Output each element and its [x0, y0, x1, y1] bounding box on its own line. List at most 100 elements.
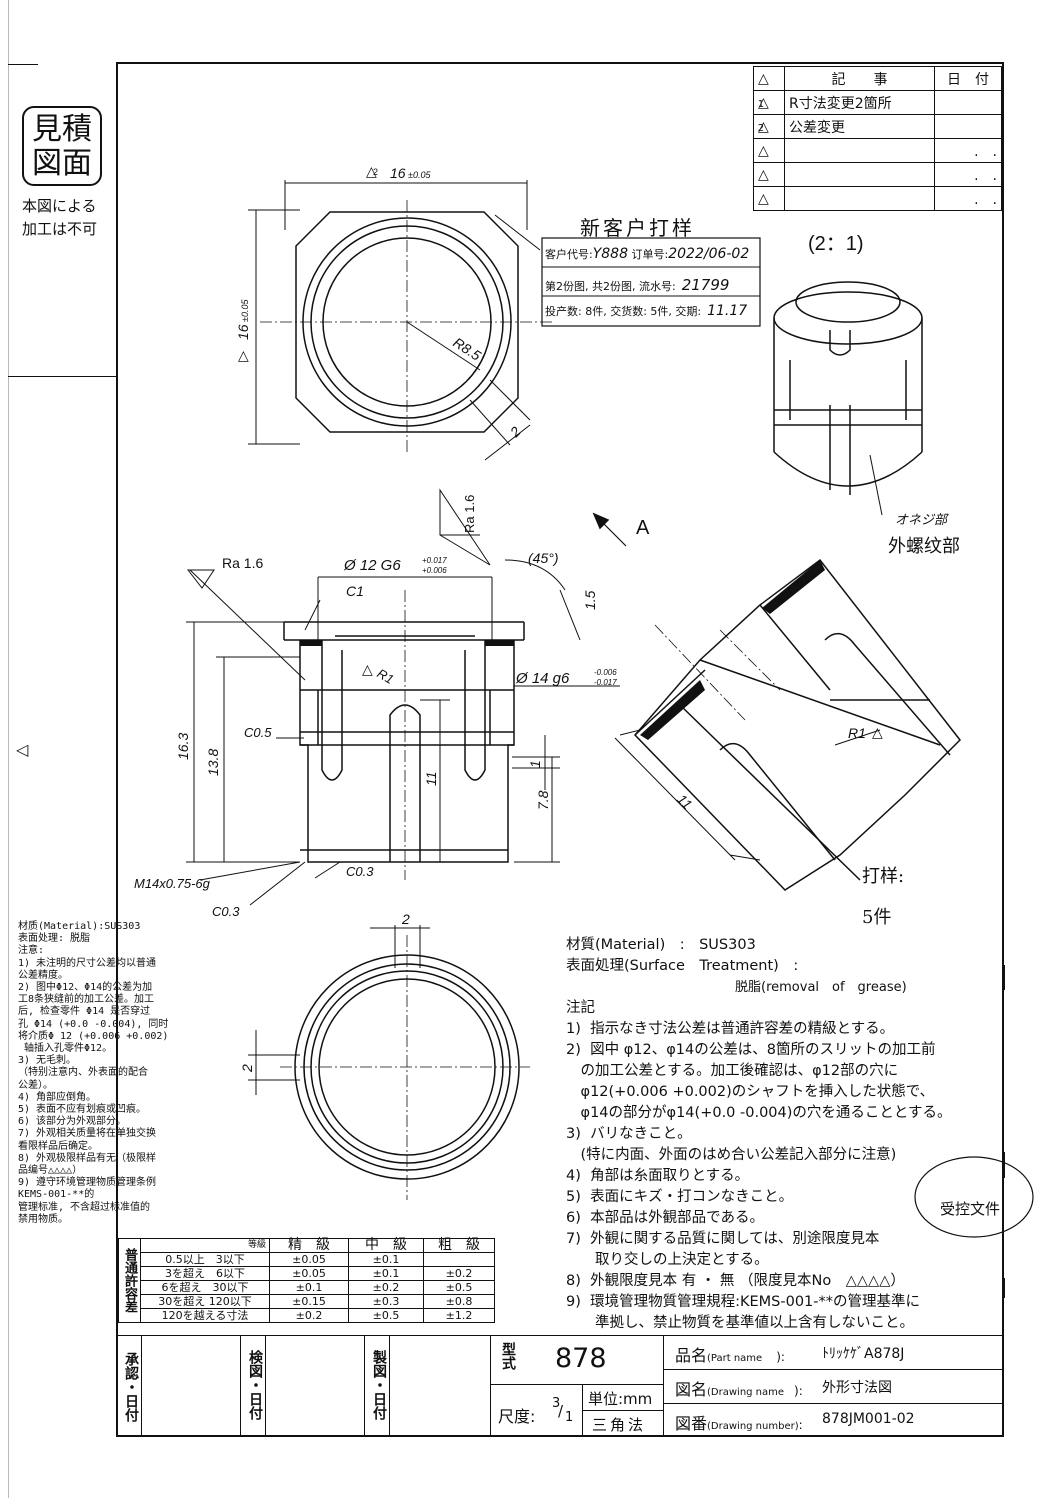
note-line: φ12(+0.006 +0.002)のシャフトを挿入した状態で、 — [566, 1084, 935, 1100]
rev-date: . . — [934, 186, 1002, 211]
tol-range: 120を越える寸法 — [140, 1308, 270, 1323]
dim-height-tol: ±0.05 — [240, 299, 250, 322]
drawing-number-label: 図番(Drawing number): — [675, 1414, 803, 1433]
rev-mark: △ — [753, 186, 785, 211]
left-margin-line — [8, 0, 9, 1498]
note-line: 1) 指示なき寸法公差は普通許容差の精級とする。 — [566, 1021, 895, 1037]
note-line: 5) 表面にキズ・打コンなきこと。 — [566, 1189, 794, 1205]
tol-medium: ±0.5 — [348, 1308, 424, 1323]
note-line: 公差）。 — [18, 1079, 53, 1091]
dim-radius: R8.5 — [450, 334, 484, 364]
revision-table: △ 記 事 日 付 △1 R寸法変更2箇所 △2 公差変更 △ . . △ . … — [753, 66, 1002, 211]
svg-text:△: △ — [238, 347, 249, 363]
bore-tol-lower: +0.006 — [422, 566, 447, 575]
order-label: 订单号: — [631, 248, 669, 261]
left-mark-top — [8, 64, 38, 65]
dim-1: 1 — [527, 760, 543, 768]
draw-cell — [364, 1335, 390, 1437]
rev-text — [784, 186, 935, 211]
tol-fine: ±0.1 — [269, 1280, 349, 1295]
section-fill — [485, 640, 514, 646]
angle-label: (45°) — [528, 550, 559, 566]
notes-left: 材质(Material):SUS303 表面处理: 脱脂 注意: 1) 未注明的… — [18, 921, 190, 1226]
dim-7-8: 7.8 — [535, 790, 551, 810]
chamfer-c1: C1 — [346, 583, 364, 599]
note-line: 公差精度。 — [18, 969, 68, 981]
controlled-stamp-oval — [914, 1156, 1034, 1238]
svg-text:△: △ — [872, 724, 883, 740]
dim-16-3: 16.3 — [175, 733, 191, 760]
iso-view-large — [614, 558, 961, 891]
thread-spec: M14x0.75-6g — [134, 876, 211, 891]
approve-label: 承認・日付 — [123, 1352, 139, 1422]
customer-code-label: 客户代号: — [545, 248, 593, 261]
note-line: KEMS-001-**的 — [18, 1189, 95, 1201]
tol-fine: ±0.15 — [269, 1294, 349, 1309]
tol-fine: ±0.2 — [269, 1308, 349, 1323]
dim-height-side: 16 — [235, 324, 251, 340]
unit-label: 単位:mm — [588, 1390, 653, 1408]
dim-11: 11 — [423, 771, 439, 786]
left-mark-mid — [8, 376, 116, 377]
onejibu-label: オネジ部 — [895, 512, 949, 527]
check-label: 検図・日付 — [247, 1350, 263, 1420]
note-line: 后, 检查零件 Φ14 是否穿过 — [18, 1006, 151, 1018]
scale-num: 3 — [552, 1396, 561, 1411]
scale-label: 尺度: — [498, 1407, 536, 1426]
note-line: 3) 无毛刺。 — [18, 1055, 77, 1067]
part-name-en: (Part name — [707, 1353, 763, 1364]
part-name-label: 品名(Part name): — [675, 1346, 785, 1365]
rev-date: . . — [934, 162, 1002, 187]
part-name-jp: 品名 — [675, 1346, 708, 1365]
sample-line3: 投产数: 8件, 交货数: 5件, 交期:11.17 — [545, 303, 747, 319]
approve-cell — [116, 1335, 142, 1437]
view-a-label: A — [636, 517, 650, 539]
tolerance-side-label: 普通許容差 — [118, 1238, 141, 1323]
outer-dim: Ø 14 g6 — [515, 670, 570, 687]
section-fill — [300, 640, 322, 646]
note-line: 取り交しの上決定とする。 — [566, 1252, 769, 1268]
note-line: 工8条狭缝前的加工公差。加工 — [18, 994, 155, 1006]
bottom-side-dim: 2 — [239, 1064, 255, 1073]
stamp-line2: 図面 — [32, 146, 92, 181]
drawing-number-jp: 図番 — [675, 1414, 708, 1433]
radius-r1: R1 — [375, 666, 397, 687]
tol-coarse: ±1.2 — [423, 1308, 495, 1323]
rev-text: R寸法変更2箇所 — [784, 90, 935, 115]
rev-tri-label: 2 — [373, 167, 378, 177]
scale-view-label: (2：1) — [808, 233, 864, 255]
tol-range: 3を超え 6以下 — [140, 1266, 270, 1281]
note-line: 準拠し、禁止物質を基準値以上含有しないこと。 — [566, 1315, 914, 1331]
note-line: の加工公差とする。加工後確認は、φ12部の穴に — [566, 1063, 899, 1079]
order-number: 2022/06-02 — [668, 246, 750, 262]
projection-label: 三角法 — [592, 1416, 647, 1434]
outer-tol-upper: -0.006 — [594, 668, 617, 677]
drawing-name-jp: 図名 — [675, 1380, 708, 1399]
note-line: φ14の部分がφ14(+0.0 -0.004)の穴を通ることとする。 — [566, 1105, 952, 1121]
sample-line2: 第2份图, 共2份图, 流水号:21799 — [545, 276, 729, 294]
drawing-name-cell — [663, 1369, 1004, 1404]
note-line: 2) 图中Φ12、Φ14的公差为加 — [18, 982, 153, 994]
tol-range: 6を超え 30以下 — [140, 1280, 270, 1295]
dim-width-top: 16 — [390, 165, 406, 181]
note-line: 4) 角部は糸面取りとする。 — [566, 1168, 750, 1184]
dim-1-5: 1.5 — [582, 590, 598, 610]
scale-slash: / — [558, 1402, 564, 1420]
note-line: 7) 外観に関する品質に関しては、別途限度見本 — [566, 1231, 880, 1247]
section-fill — [762, 560, 825, 614]
top-octagon — [295, 211, 519, 433]
drawing-number-value: 878JM001-02 — [822, 1411, 915, 1427]
iso-view-small — [773, 281, 923, 516]
note-line: 9) 遵守环境管理物质管理条例 — [18, 1177, 157, 1189]
notes-right: 材質(Material) : SUS303 表面処理(Surface Treat… — [566, 935, 951, 1334]
part-name-value: ﾄﾘｯｹｹﾞA878J — [822, 1346, 905, 1362]
tolerance-table: 普通許容差 等級 精 級 中 級 粗 級 0.5以上 3以下 ±0.05 ±0.… — [118, 1238, 495, 1323]
section-view — [186, 488, 620, 906]
note-line: 轴插入孔零件Φ12。 — [18, 1043, 113, 1055]
note-line: 1) 未注明的尺寸公差均以普通 — [18, 957, 157, 969]
note-line: 7) 外观相关质量将在单独交换 — [18, 1128, 157, 1140]
ra-left-label: Ra 1.6 — [222, 555, 263, 571]
note-line: 表面处理: 脱脂 — [18, 933, 91, 945]
tol-coarse: ±0.5 — [423, 1280, 495, 1295]
